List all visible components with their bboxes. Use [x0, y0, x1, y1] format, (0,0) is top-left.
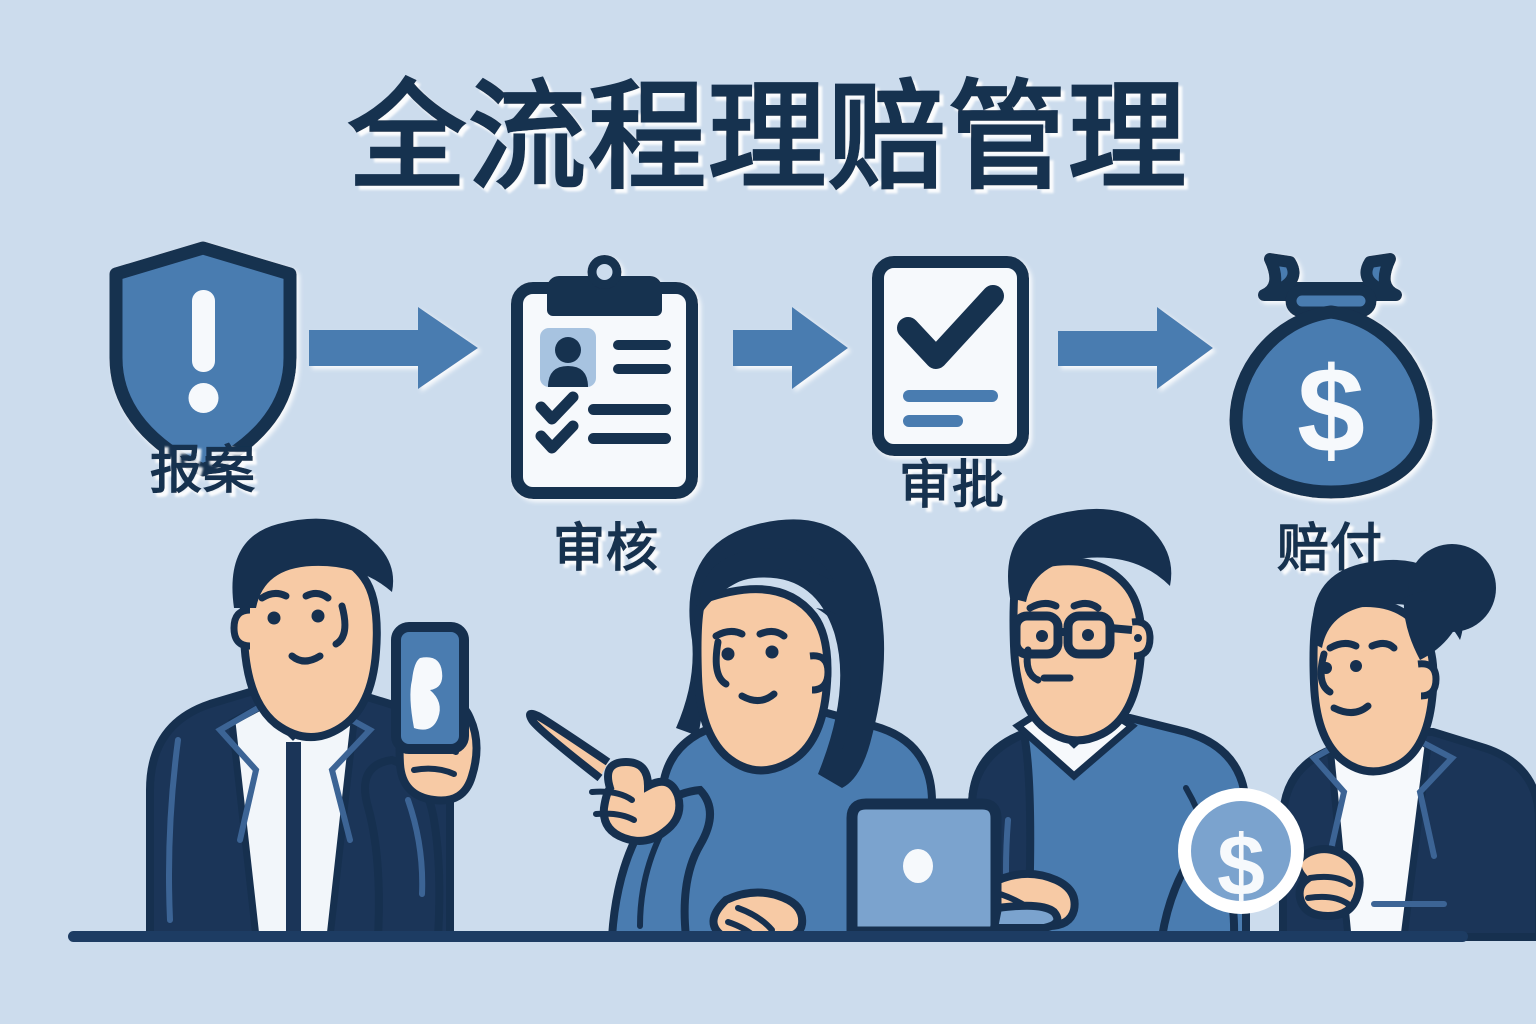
- person-1-claimant-on-phone: [146, 518, 481, 941]
- person-2-agent-explaining: [526, 519, 936, 942]
- money-bag-dollar-glyph: $: [1297, 342, 1365, 478]
- arrow-1: [309, 307, 478, 389]
- step-1-icon-shield-alert-icon: [109, 241, 297, 477]
- prop-coin-dollar-coin-icon: $: [1178, 788, 1304, 914]
- laptop-base: [989, 901, 1062, 932]
- arrow-2: [733, 307, 848, 389]
- prop-laptop-laptop-icon: [838, 798, 1010, 938]
- step-1-label: 报案: [150, 442, 256, 500]
- step-3-icon-document-check-icon: [872, 256, 1029, 456]
- glasses-icon: [1011, 611, 1133, 659]
- arrow-3: [1058, 307, 1213, 389]
- step-3-label: 审批: [899, 457, 1005, 515]
- person-4-payout-officer: [1279, 544, 1536, 941]
- step-2-label: 审核: [553, 520, 659, 578]
- prop-phone-smartphone-call-icon: [391, 622, 469, 754]
- step-4-icon-money-bag-icon: $: [1229, 253, 1433, 499]
- step-2-icon-clipboard-check-icon: [511, 255, 698, 499]
- page-title: 全流程理赔管理: [347, 72, 1188, 204]
- desk-baseline: [68, 931, 1468, 942]
- coin-dollar-glyph: $: [1217, 818, 1265, 914]
